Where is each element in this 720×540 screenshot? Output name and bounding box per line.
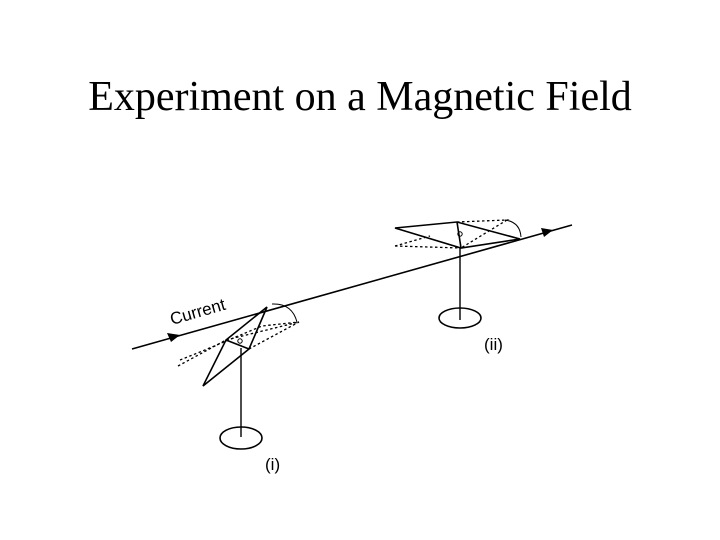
slide-title: Experiment on a Magnetic Field [88, 74, 632, 120]
compass-label-ii: (ii) [484, 335, 503, 354]
compass-base-i [219, 426, 263, 450]
arrow-icon-left [167, 333, 180, 342]
compass-label-i: (i) [265, 455, 280, 474]
needle-ii [394, 221, 521, 249]
compass-ii: (ii) [394, 219, 522, 354]
compass-base-ii [438, 307, 482, 329]
current-wire [131, 224, 573, 350]
needle-i [202, 306, 268, 387]
compass-i: (i) [177, 303, 300, 474]
arrow-icon-right [541, 228, 553, 237]
